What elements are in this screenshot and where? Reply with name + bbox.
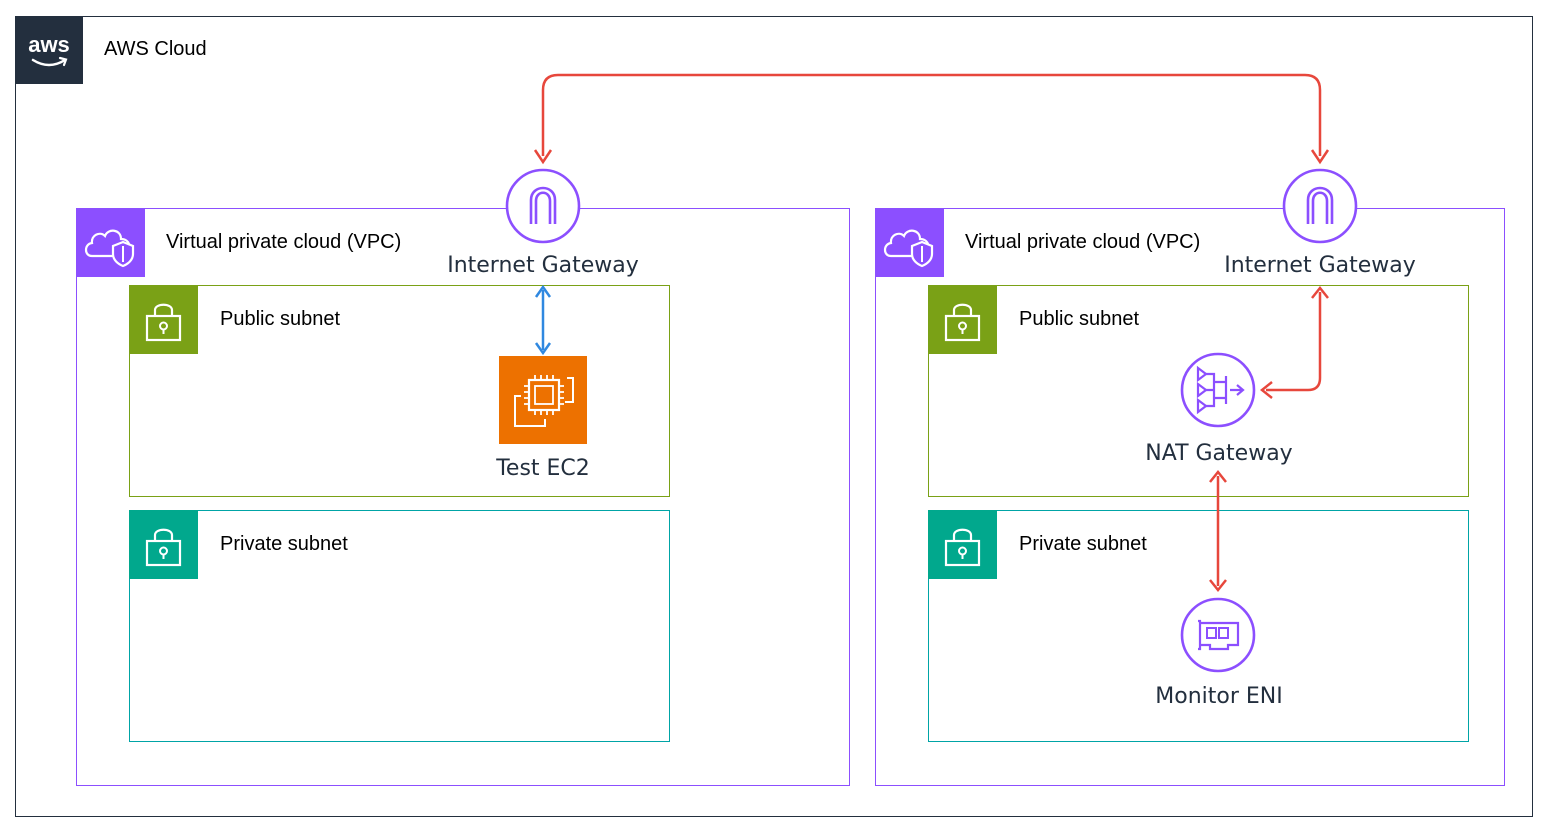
private-subnet-label: Private subnet [220,533,348,555]
vpc-right [875,208,1505,786]
vpc-label: Virtual private cloud (VPC) [965,231,1201,253]
eni-label: Monitor ENI [1155,684,1283,709]
lock-icon [928,285,997,354]
nat-gateway-icon [1180,352,1256,428]
aws-cloud-label: AWS Cloud [104,38,207,60]
public-subnet-label: Public subnet [1019,308,1140,330]
vpc-left [76,208,850,786]
ec2-label: Test EC2 [496,456,590,481]
internet-gateway-icon [505,168,581,244]
nat-gateway-label: NAT Gateway [1145,441,1293,466]
public-subnet-right [928,285,1469,497]
public-subnet-left [129,285,670,497]
aws-logo-icon: aws [15,16,83,84]
ec2-instance-icon [499,356,587,444]
lock-icon [928,510,997,579]
vpc-cloud-shield-icon [76,208,145,277]
internet-gateway-label: Internet Gateway [447,253,639,278]
aws-logo-text: aws [28,32,70,57]
vpc-label: Virtual private cloud (VPC) [166,231,402,253]
private-subnet-left [129,510,670,742]
private-subnet-label: Private subnet [1019,533,1147,555]
vpc-cloud-shield-icon [875,208,944,277]
public-subnet-label: Public subnet [220,308,341,330]
aws-cloud-group [15,16,1533,817]
private-subnet-right [928,510,1469,742]
internet-gateway-label: Internet Gateway [1224,253,1416,278]
network-interface-icon [1180,597,1256,673]
peering-connector [541,73,1322,156]
lock-icon [129,285,198,354]
lock-icon [129,510,198,579]
internet-gateway-icon [1282,168,1358,244]
igw-nat-connector [1266,292,1322,392]
